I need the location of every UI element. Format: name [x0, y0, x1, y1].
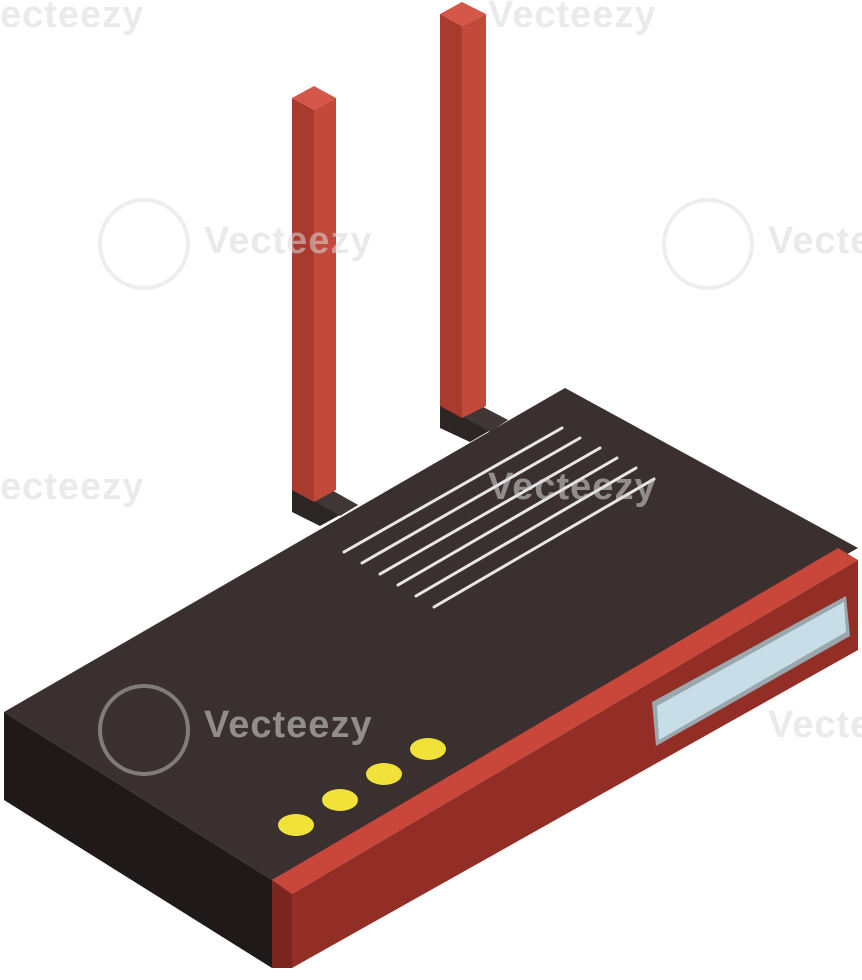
status-led	[322, 789, 358, 811]
antenna-left-side	[314, 98, 336, 502]
vent-line	[342, 426, 564, 554]
status-led	[410, 738, 446, 760]
router-body	[4, 388, 858, 968]
router-left-face	[4, 712, 272, 968]
vent-line	[396, 456, 619, 587]
antenna-right-side	[462, 14, 486, 418]
antenna-right-front	[440, 14, 462, 418]
display-screen	[657, 602, 846, 740]
antenna-right	[440, 2, 508, 442]
router-trim-top	[272, 548, 858, 894]
antenna-right-cap	[440, 2, 486, 26]
vent-line	[360, 436, 582, 565]
router-front-shade	[272, 880, 292, 968]
antenna-left-front	[292, 98, 314, 502]
vent-line	[378, 446, 602, 576]
status-led	[366, 763, 402, 785]
vent-line	[414, 466, 638, 598]
status-leds	[278, 738, 446, 836]
antenna-left	[292, 86, 358, 526]
router-top-face	[4, 388, 858, 880]
display-panel	[652, 596, 850, 746]
antenna-left-cap	[292, 86, 336, 110]
router-front-face	[272, 560, 858, 968]
vent-grille	[342, 426, 656, 609]
vent-line	[432, 477, 656, 609]
status-led	[278, 814, 314, 836]
